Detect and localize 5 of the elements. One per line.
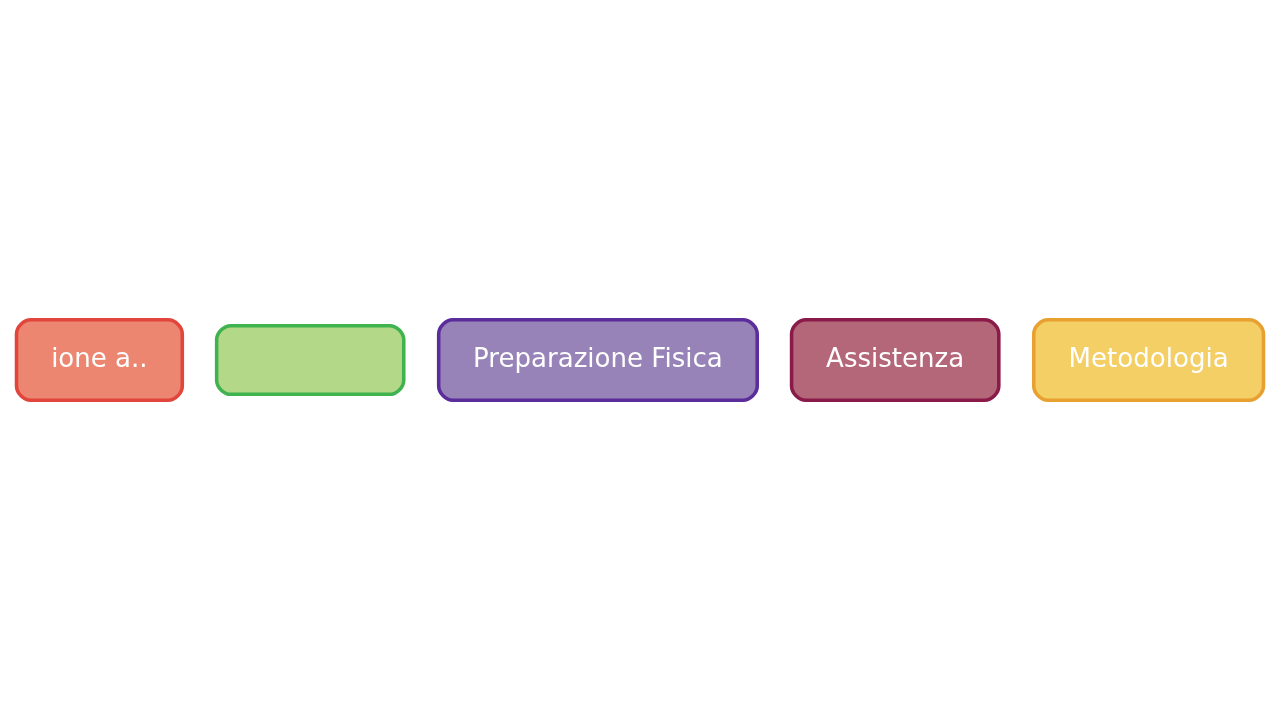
node-box: Metodologia (1031, 317, 1266, 403)
node-box: Assistenza (789, 317, 1001, 403)
node-box (214, 323, 406, 397)
node-box: ione a.. (14, 317, 185, 403)
node-box: Preparazione Fisica (436, 317, 759, 403)
